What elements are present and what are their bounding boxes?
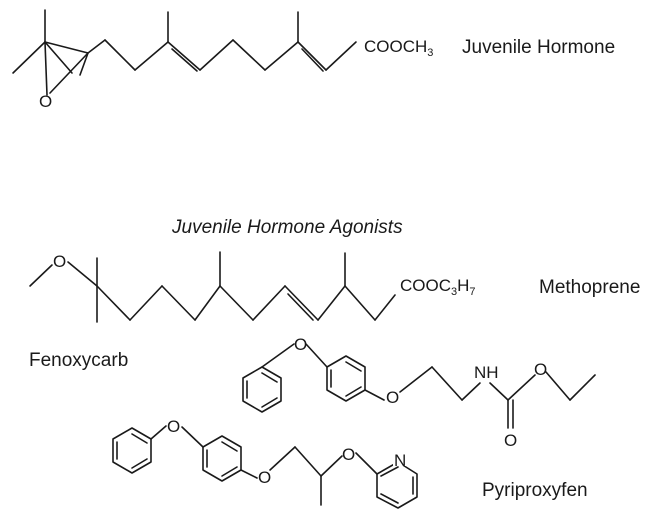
methoprene-ester-main: COOC xyxy=(400,276,451,295)
methoprene-name: Methoprene xyxy=(539,277,640,298)
methoprene-ester-sub1: 3 xyxy=(451,286,457,298)
jh-epoxide-oxygen: O xyxy=(39,92,52,111)
pyriproxyfen-name: Pyriproxyfen xyxy=(482,480,588,501)
fenoxycarb-carbonyl-oxygen: O xyxy=(504,431,517,450)
juvenile-hormone-structure: O COOCH3 Juvenile Hormone xyxy=(12,9,615,111)
fenoxycarb-name: Fenoxycarb xyxy=(29,350,128,371)
methoprene-structure: O COOC3H7 Methoprene xyxy=(29,251,640,323)
agonists-section-heading: Juvenile Hormone Agonists xyxy=(171,217,403,238)
fenoxycarb-bonds xyxy=(242,343,596,429)
pyriproxyfen-pyridine-nitrogen: N xyxy=(394,451,406,470)
pyriproxyfen-ether-oxygen-3: O xyxy=(342,445,355,464)
methoprene-ester-h: H xyxy=(457,276,469,295)
methoprene-ether-oxygen: O xyxy=(53,252,66,271)
pyriproxyfen-structure: O O O N Pyriproxyfen xyxy=(112,417,588,509)
fenoxycarb-ether-oxygen-1: O xyxy=(294,335,307,354)
fenoxycarb-amine: NH xyxy=(474,363,499,382)
pyriproxyfen-ether-oxygen-1: O xyxy=(167,417,180,436)
pyriproxyfen-bonds xyxy=(112,425,418,509)
juvenile-hormone-name: Juvenile Hormone xyxy=(462,37,615,58)
pyriproxyfen-ether-oxygen-2: O xyxy=(258,468,271,487)
methoprene-bonds xyxy=(29,251,396,323)
jh-methyl-ester-label: COOCH3 xyxy=(364,37,433,59)
jh-ester-main: COOCH xyxy=(364,37,427,56)
methoprene-ester-label: COOC3H7 xyxy=(400,276,476,298)
juvenile-hormone-bonds xyxy=(12,9,357,96)
fenoxycarb-carbamate-oxygen: O xyxy=(534,360,547,379)
methoprene-ester-sub2: 7 xyxy=(469,286,475,298)
jh-ester-subscript: 3 xyxy=(427,47,433,59)
fenoxycarb-ether-oxygen-2: O xyxy=(386,388,399,407)
fenoxycarb-structure: O O NH O O Fenoxycarb xyxy=(29,335,596,450)
